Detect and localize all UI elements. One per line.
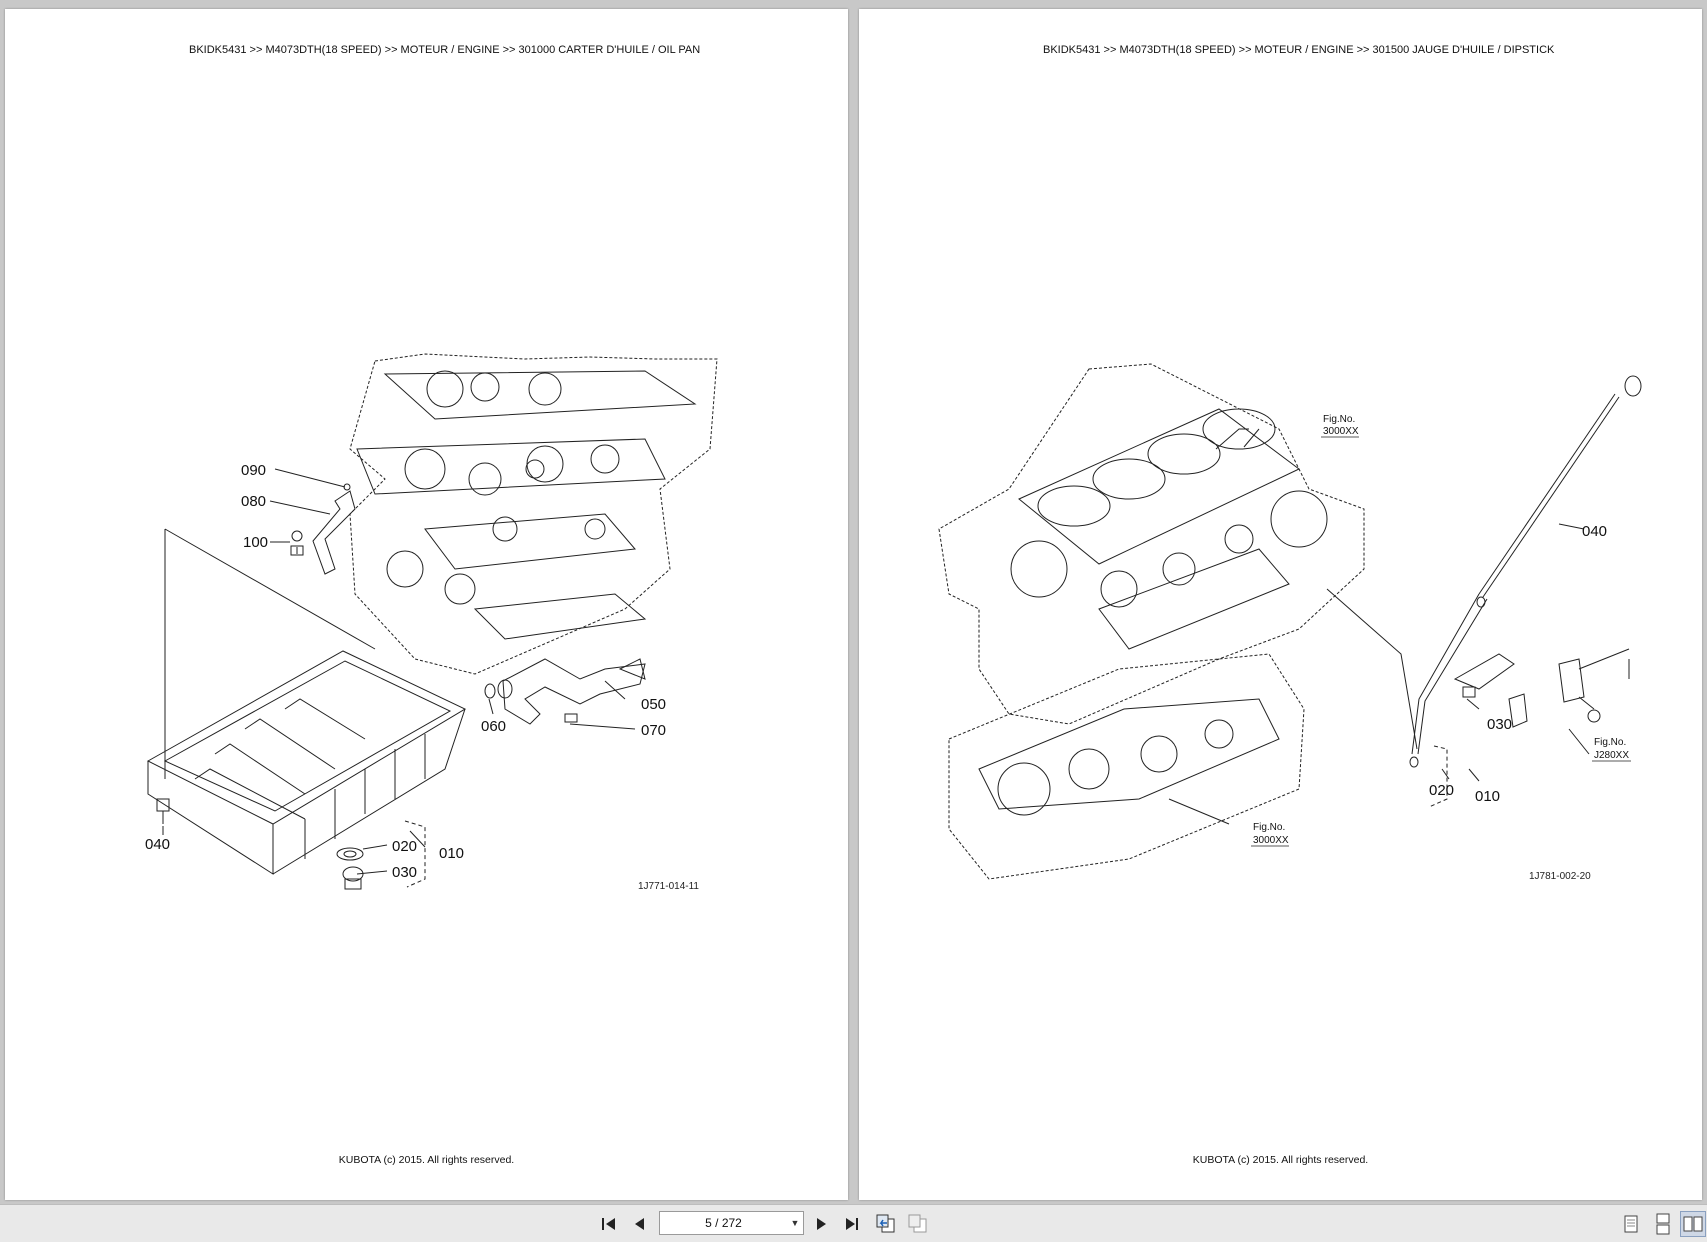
- fig-ref-label: Fig.No.: [1323, 414, 1355, 425]
- drawing-code: 1J771-014-11: [638, 881, 699, 892]
- callout-040: 040: [145, 836, 170, 853]
- last-page-icon[interactable]: [839, 1211, 865, 1237]
- left-page: BKIDK5431 >> M4073DTH(18 SPEED) >> MOTEU…: [5, 9, 848, 1200]
- chevron-down-icon[interactable]: ▼: [790, 1218, 800, 1228]
- next-page-icon[interactable]: [808, 1211, 834, 1237]
- two-page-view-icon[interactable]: [1680, 1211, 1706, 1237]
- page-indicator: 5 / 272: [705, 1216, 742, 1230]
- callout-090: 090: [241, 462, 266, 479]
- callout-070: 070: [641, 722, 666, 739]
- callout-030: 030: [1487, 716, 1512, 733]
- first-page-icon[interactable]: [596, 1211, 622, 1237]
- page-footer: KUBOTA (c) 2015. All rights reserved.: [338, 1154, 515, 1166]
- prev-page-icon[interactable]: [627, 1211, 653, 1237]
- callout-040: 040: [1582, 523, 1607, 540]
- callout-060: 060: [481, 718, 506, 735]
- single-page-view-icon[interactable]: [1618, 1211, 1644, 1237]
- callout-050: 050: [641, 696, 666, 713]
- callout-010: 010: [1475, 788, 1500, 805]
- go-forward-icon[interactable]: [905, 1211, 931, 1237]
- dipstick-diagram: 040 030 020 010 Fig.No. 3000XX Fig.No. J…: [938, 363, 1642, 882]
- fig-ref-label: Fig.No.: [1594, 737, 1626, 748]
- fig-ref-value: J280XX: [1594, 750, 1629, 761]
- page-header: BKIDK5431 >> M4073DTH(18 SPEED) >> MOTEU…: [189, 44, 701, 56]
- page-footer: KUBOTA (c) 2015. All rights reserved.: [1192, 1154, 1369, 1166]
- callout-030: 030: [392, 864, 417, 881]
- callout-020: 020: [392, 838, 417, 855]
- drawing-code: 1J781-002-20: [1529, 871, 1591, 882]
- oil-pan-diagram: 090 080 100 050 060 070 040 020 010 030 …: [145, 353, 718, 892]
- callout-010: 010: [439, 845, 464, 862]
- callout-020: 020: [1429, 782, 1454, 799]
- viewer-toolbar: 5 / 272 ▼: [0, 1204, 1707, 1242]
- right-page: BKIDK5431 >> M4073DTH(18 SPEED) >> MOTEU…: [859, 9, 1702, 1200]
- go-back-icon[interactable]: [873, 1211, 899, 1237]
- callout-100: 100: [243, 534, 268, 551]
- continuous-view-icon[interactable]: [1650, 1211, 1676, 1237]
- fig-ref-value: 3000XX: [1323, 426, 1359, 437]
- fig-ref-label: Fig.No.: [1253, 822, 1285, 833]
- fig-ref-value: 3000XX: [1253, 835, 1289, 846]
- callout-080: 080: [241, 493, 266, 510]
- page-number-field[interactable]: 5 / 272 ▼: [659, 1211, 804, 1235]
- page-header: BKIDK5431 >> M4073DTH(18 SPEED) >> MOTEU…: [1043, 44, 1555, 56]
